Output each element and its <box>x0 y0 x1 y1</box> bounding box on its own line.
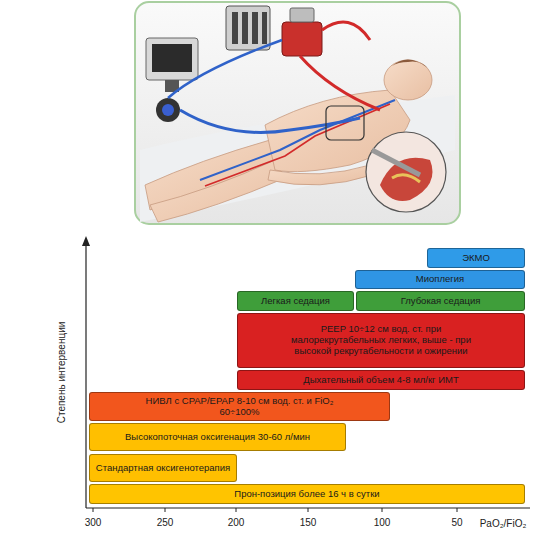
bar-label: Высокопоточная оксигенация 30-60 л/мин <box>125 432 310 443</box>
bar-label: Глубокая седация <box>401 296 481 307</box>
intervention-bar: Высокопоточная оксигенация 30-60 л/мин <box>89 423 346 451</box>
intervention-bar: НИВЛ с CPAP/EPAP 8-10 см вод. ст. и FiO₂… <box>89 392 390 421</box>
tick-label: 150 <box>300 517 317 528</box>
bar-label: Легкая седация <box>261 296 330 307</box>
intervention-bar: Легкая седация <box>237 291 354 311</box>
bar-label: Миоплегия <box>416 274 464 285</box>
tick-label: 300 <box>85 517 102 528</box>
intervention-bar: ЭКМО <box>427 248 525 268</box>
bar-label: Прон-позиция более 16 ч в сутки <box>234 489 379 500</box>
tick-label: 250 <box>157 517 174 528</box>
intervention-bar: Прон-позиция более 16 ч в сутки <box>89 484 525 504</box>
bar-label: PEEP 10÷12 см вод. ст. при малорекрутабе… <box>281 324 481 357</box>
axis-title: PaO₂/FiO₂ <box>480 518 527 529</box>
intervention-bar: Миоплегия <box>355 270 525 289</box>
bar-label: Стандартная оксигенотерапия <box>96 463 230 474</box>
intervention-bar: Стандартная оксигенотерапия <box>89 454 237 482</box>
tick-label: 50 <box>451 517 462 528</box>
tick-label: 200 <box>228 517 245 528</box>
axis-title: Степень интервенции <box>57 321 68 423</box>
tick-label: 100 <box>374 517 391 528</box>
bar-label: НИВЛ с CPAP/EPAP 8-10 см вод. ст. и FiO₂… <box>145 396 335 418</box>
intervention-bar: PEEP 10÷12 см вод. ст. при малорекрутабе… <box>237 313 525 368</box>
intervention-bar: Дыхательный объем 4-8 мл/кг ИМТ <box>237 370 525 390</box>
intervention-bar: Глубокая седация <box>356 291 525 311</box>
bar-label: ЭКМО <box>462 253 490 264</box>
bar-label: Дыхательный объем 4-8 мл/кг ИМТ <box>303 375 458 386</box>
